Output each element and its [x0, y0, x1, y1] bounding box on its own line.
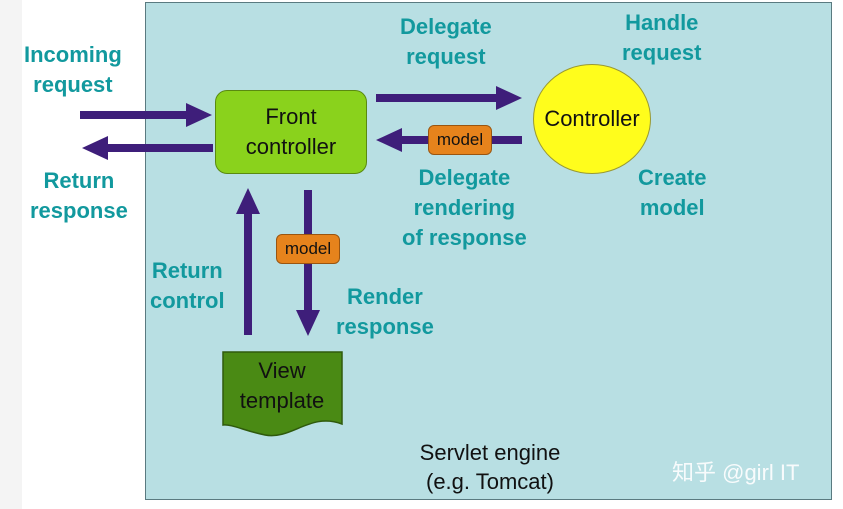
incoming-request-label: Incoming request: [24, 40, 122, 100]
incoming-request-arrow: [80, 103, 212, 127]
return-response-label: Return response: [30, 166, 128, 226]
return-control-text: Return control: [150, 258, 225, 313]
model-left-text: model: [284, 239, 332, 258]
create-model-text: Create model: [638, 165, 707, 220]
return-control-label: Return control: [150, 256, 225, 316]
handle-request-text: Handle request: [622, 10, 702, 65]
model-box-left: model: [276, 234, 340, 264]
incoming-request-text: Incoming request: [24, 42, 122, 97]
view-template-text: View template: [239, 358, 325, 413]
render-response-text: Render response: [336, 284, 434, 339]
controller-text: Controller: [544, 106, 640, 131]
servlet-engine-text: Servlet engine (e.g. Tomcat): [419, 440, 561, 494]
create-model-label: Create model: [638, 163, 706, 223]
delegate-request-label: Delegate request: [400, 12, 492, 72]
return-response-text: Return response: [30, 168, 128, 223]
view-template-shape: [222, 351, 343, 437]
watermark: 知乎 @girl IT: [672, 455, 799, 487]
model-top-text: model: [436, 130, 484, 149]
render-response-label: Render response: [336, 282, 434, 342]
delegate-request-text: Delegate request: [400, 14, 492, 69]
handle-request-label: Handle request: [622, 8, 701, 68]
servlet-engine-caption: Servlet engine (e.g. Tomcat): [380, 438, 600, 496]
return-control-arrow: [236, 188, 260, 335]
watermark-text: 知乎 @girl IT: [672, 460, 800, 485]
view-template-label: View template: [222, 356, 342, 416]
front-controller-box: Front controller: [215, 90, 367, 174]
controller-circle: Controller: [533, 64, 651, 174]
model-box-top: model: [428, 125, 492, 155]
return-response-arrow: [82, 136, 213, 160]
front-controller-text: Front controller: [245, 104, 337, 159]
delegate-rendering-label: Delegate rendering of response: [402, 163, 527, 253]
delegate-rendering-text: Delegate rendering of response: [402, 165, 527, 250]
delegate-request-arrow: [376, 86, 522, 110]
